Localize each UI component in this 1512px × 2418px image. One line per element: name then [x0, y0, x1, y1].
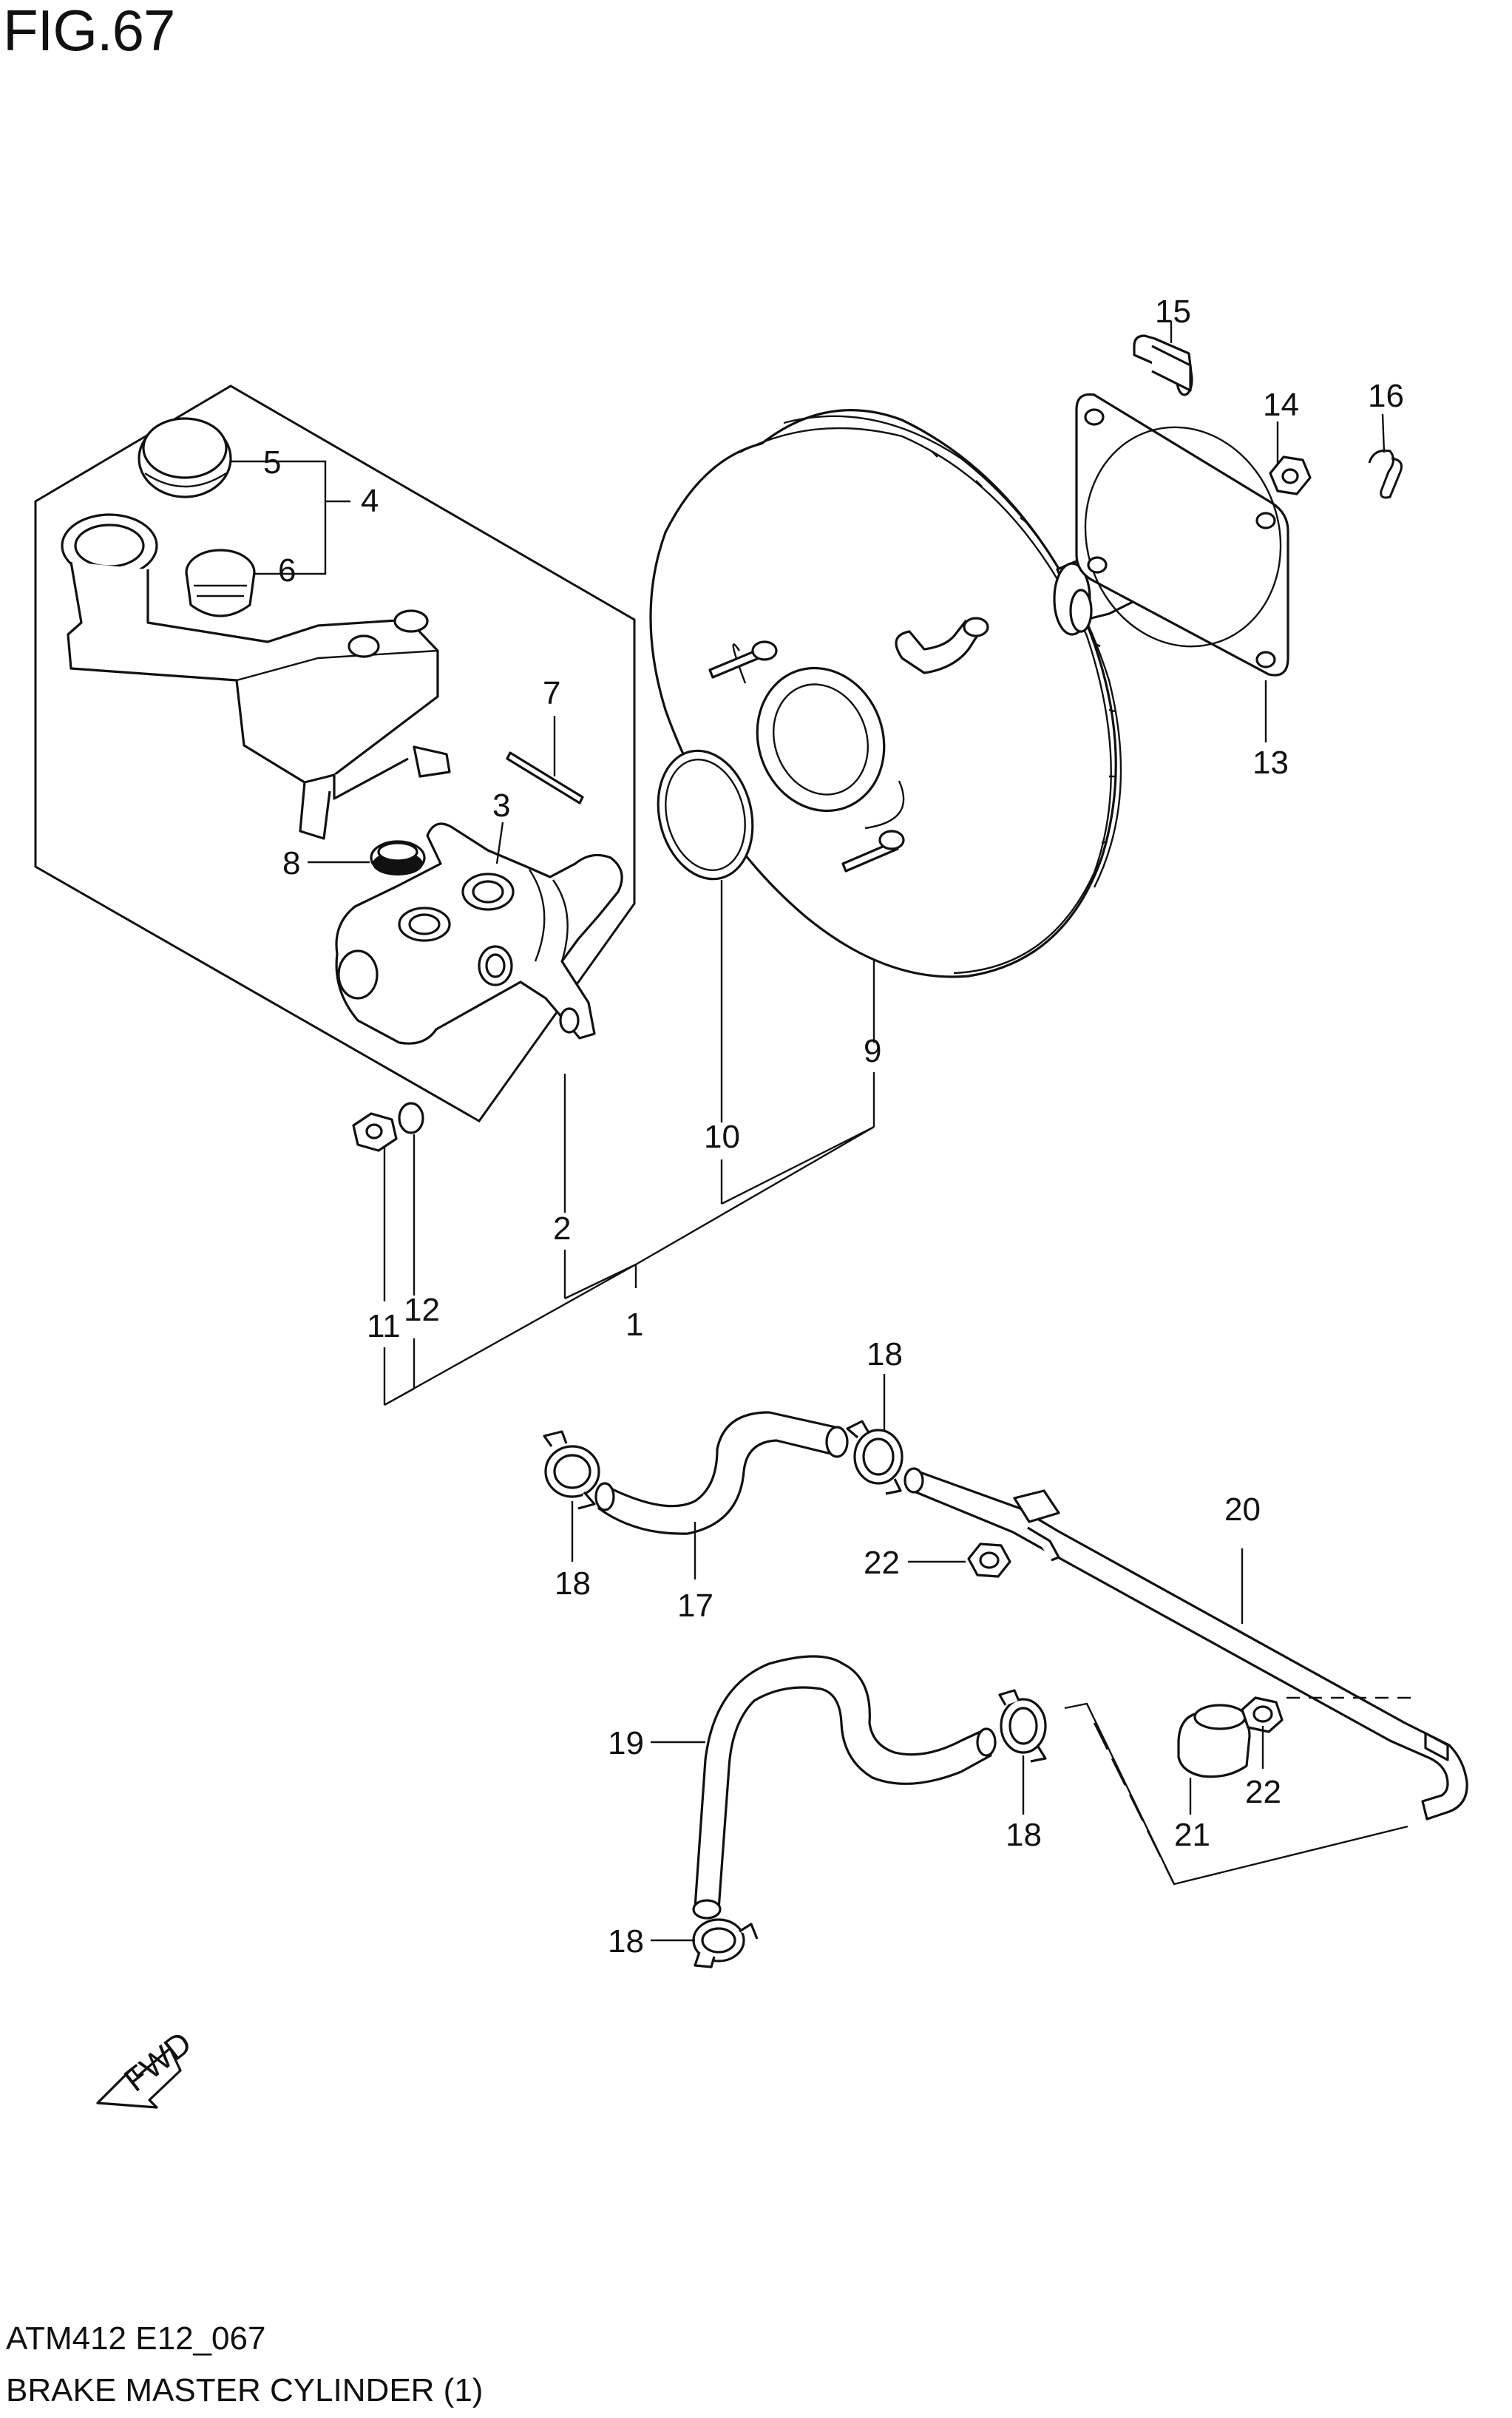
callout-16: 16: [1368, 378, 1404, 414]
leader-lines: [231, 321, 1412, 1942]
callout-12: 12: [404, 1292, 440, 1328]
callout-22-b: 22: [1245, 1774, 1281, 1810]
callout-18-c: 18: [1006, 1817, 1042, 1853]
vacuum-pipe[interactable]: [904, 1467, 1468, 1821]
callout-10: 10: [704, 1119, 740, 1155]
hose-clamp-c[interactable]: [998, 1689, 1047, 1763]
callout-18-a: 18: [867, 1336, 903, 1372]
vacuum-hose-upper[interactable]: [594, 1411, 849, 1535]
hose-clamp-b[interactable]: [846, 1420, 904, 1495]
reservoir-tank[interactable]: [61, 513, 451, 840]
callout-20: 20: [1224, 1491, 1261, 1528]
callout-5: 5: [263, 444, 281, 481]
assembly-box-outline: [34, 385, 636, 1122]
callout-19: 19: [608, 1725, 644, 1761]
callout-7: 7: [543, 675, 560, 711]
callout-1: 1: [626, 1307, 643, 1343]
figure-caption: BRAKE MASTER CYLINDER (1): [6, 2372, 484, 2408]
fwd-direction-arrow: FWD: [96, 2025, 198, 2109]
callout-3: 3: [492, 788, 510, 824]
clevis-pin[interactable]: [1133, 334, 1193, 396]
master-cylinder-o-ring[interactable]: [398, 1102, 424, 1134]
reservoir-pin[interactable]: [506, 751, 584, 805]
reservoir-grommet[interactable]: [370, 840, 426, 876]
callout-22-a: 22: [864, 1545, 900, 1581]
booster-seal-ring[interactable]: [645, 741, 766, 890]
hose-clamp-a[interactable]: [543, 1430, 600, 1510]
booster-gasket[interactable]: [1057, 393, 1309, 677]
callout-8: 8: [282, 845, 300, 881]
callout-18-b: 18: [555, 1565, 591, 1602]
callout-9: 9: [864, 1033, 881, 1069]
callout-13: 13: [1252, 745, 1289, 781]
callout-2: 2: [553, 1210, 571, 1247]
callout-17: 17: [677, 1588, 713, 1624]
reservoir-cap[interactable]: [138, 417, 232, 498]
figure-title: FIG.67: [3, 0, 175, 63]
master-cylinder-nut[interactable]: [352, 1112, 398, 1152]
callout-21: 21: [1174, 1817, 1210, 1853]
brake-booster[interactable]: [649, 409, 1122, 978]
clevis-clip[interactable]: [1368, 449, 1403, 499]
reservoir-strainer[interactable]: [185, 549, 256, 617]
hose-clamp-d[interactable]: [692, 1918, 759, 1968]
callout-14: 14: [1263, 387, 1299, 423]
callout-4: 4: [361, 483, 379, 519]
figure-code: ATM412 E12_067: [6, 2320, 266, 2357]
callout-18-d: 18: [608, 1923, 644, 1960]
callout-6: 6: [278, 552, 296, 589]
pipe-nut-upper[interactable]: [967, 1542, 1011, 1578]
pipe-nut-lower[interactable]: [1241, 1696, 1284, 1733]
check-valve[interactable]: [1177, 1704, 1251, 1778]
callout-11: 11: [367, 1308, 401, 1344]
master-cylinder-body[interactable]: [335, 822, 623, 1045]
booster-nut[interactable]: [1269, 456, 1312, 495]
vacuum-hose-lower[interactable]: [692, 1655, 997, 1920]
callout-labels: 1 2 3 4 5 6 7 8 9 10 11 12 13 14 15 16 1…: [263, 294, 1404, 1960]
callout-15: 15: [1155, 294, 1191, 330]
